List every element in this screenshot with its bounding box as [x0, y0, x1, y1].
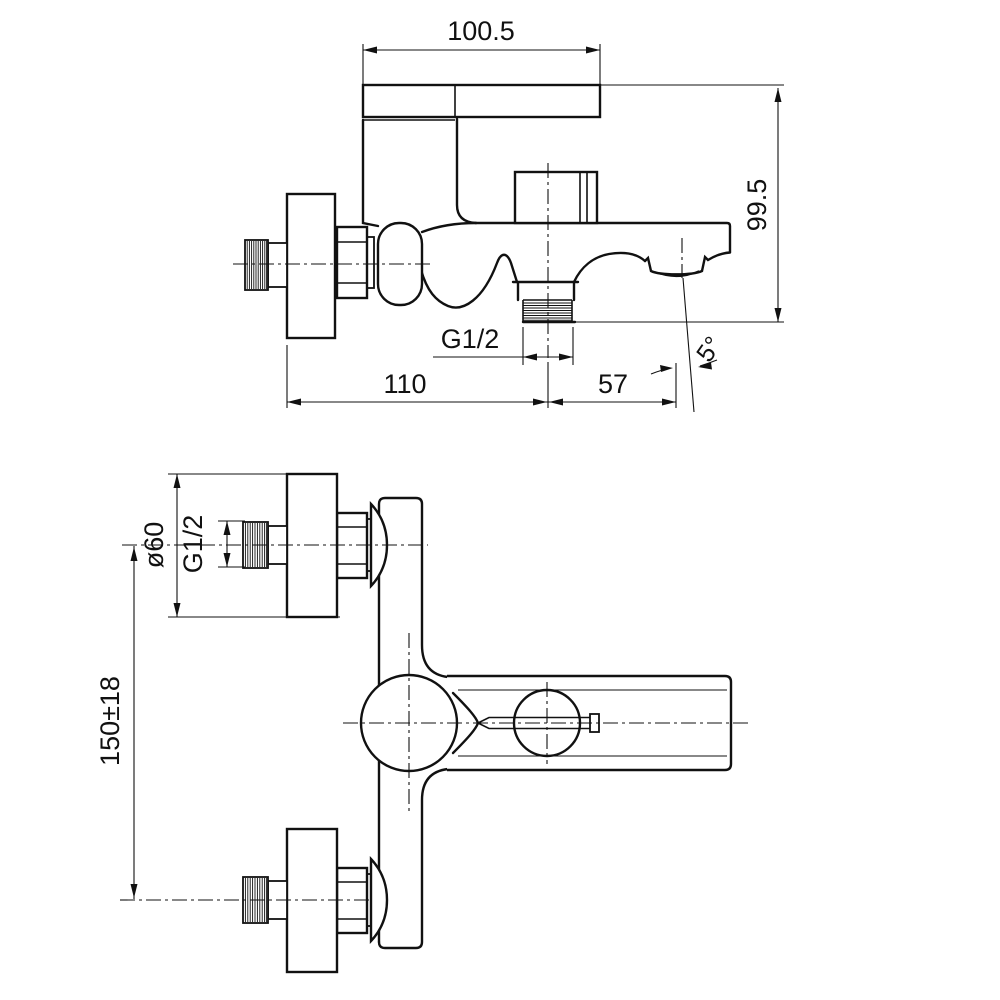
aerator-lip: [654, 270, 700, 278]
dim-label-d60: ø60: [139, 522, 169, 569]
body-underside: [419, 221, 732, 324]
shower-hose-block: [513, 170, 599, 225]
dim-handle-width: 100.5: [362, 16, 601, 84]
body-upper-outline: [377, 496, 450, 944]
escutcheon: [369, 855, 389, 945]
side-view: 100.5: [233, 16, 784, 413]
dim-inlet-thread: G1/2: [178, 515, 245, 574]
lever-chamfer-lines: [458, 689, 727, 757]
body-lower-outline: [377, 767, 450, 950]
dim-label-5deg: 5°: [691, 332, 728, 368]
hex-nut: [335, 225, 369, 300]
dim-label-57: 57: [598, 369, 628, 399]
dim-label-g12-outlet: G1/2: [441, 324, 500, 354]
aerator: [643, 251, 732, 276]
dim-label-150-18: 150±18: [95, 676, 125, 766]
dim-outlet-thread: G1/2: [433, 324, 574, 365]
spout-top-edge: [474, 221, 732, 254]
dim-flange-diameter: ø60: [139, 473, 340, 618]
wall-flange: [285, 192, 337, 340]
front-view: ø60 G1/2 150±18: [95, 472, 752, 974]
dim-label-110: 110: [383, 369, 426, 399]
dim-total-height: 99.5: [575, 88, 784, 323]
dim-110-57: 110 57: [286, 345, 677, 408]
handle-lever: [361, 83, 784, 121]
wall-inlet-side: [244, 192, 424, 340]
dim-spray-angle: 5°: [650, 277, 728, 413]
dim-label-99-5: 99.5: [742, 179, 772, 232]
dim-label-100-5: 100.5: [447, 16, 515, 46]
inlet-pipe: [267, 242, 288, 288]
dim-label-g12-inlet: G1/2: [178, 515, 208, 574]
dim-inlet-spacing: 150±18: [95, 546, 138, 899]
cartridge-housing: [361, 117, 478, 228]
